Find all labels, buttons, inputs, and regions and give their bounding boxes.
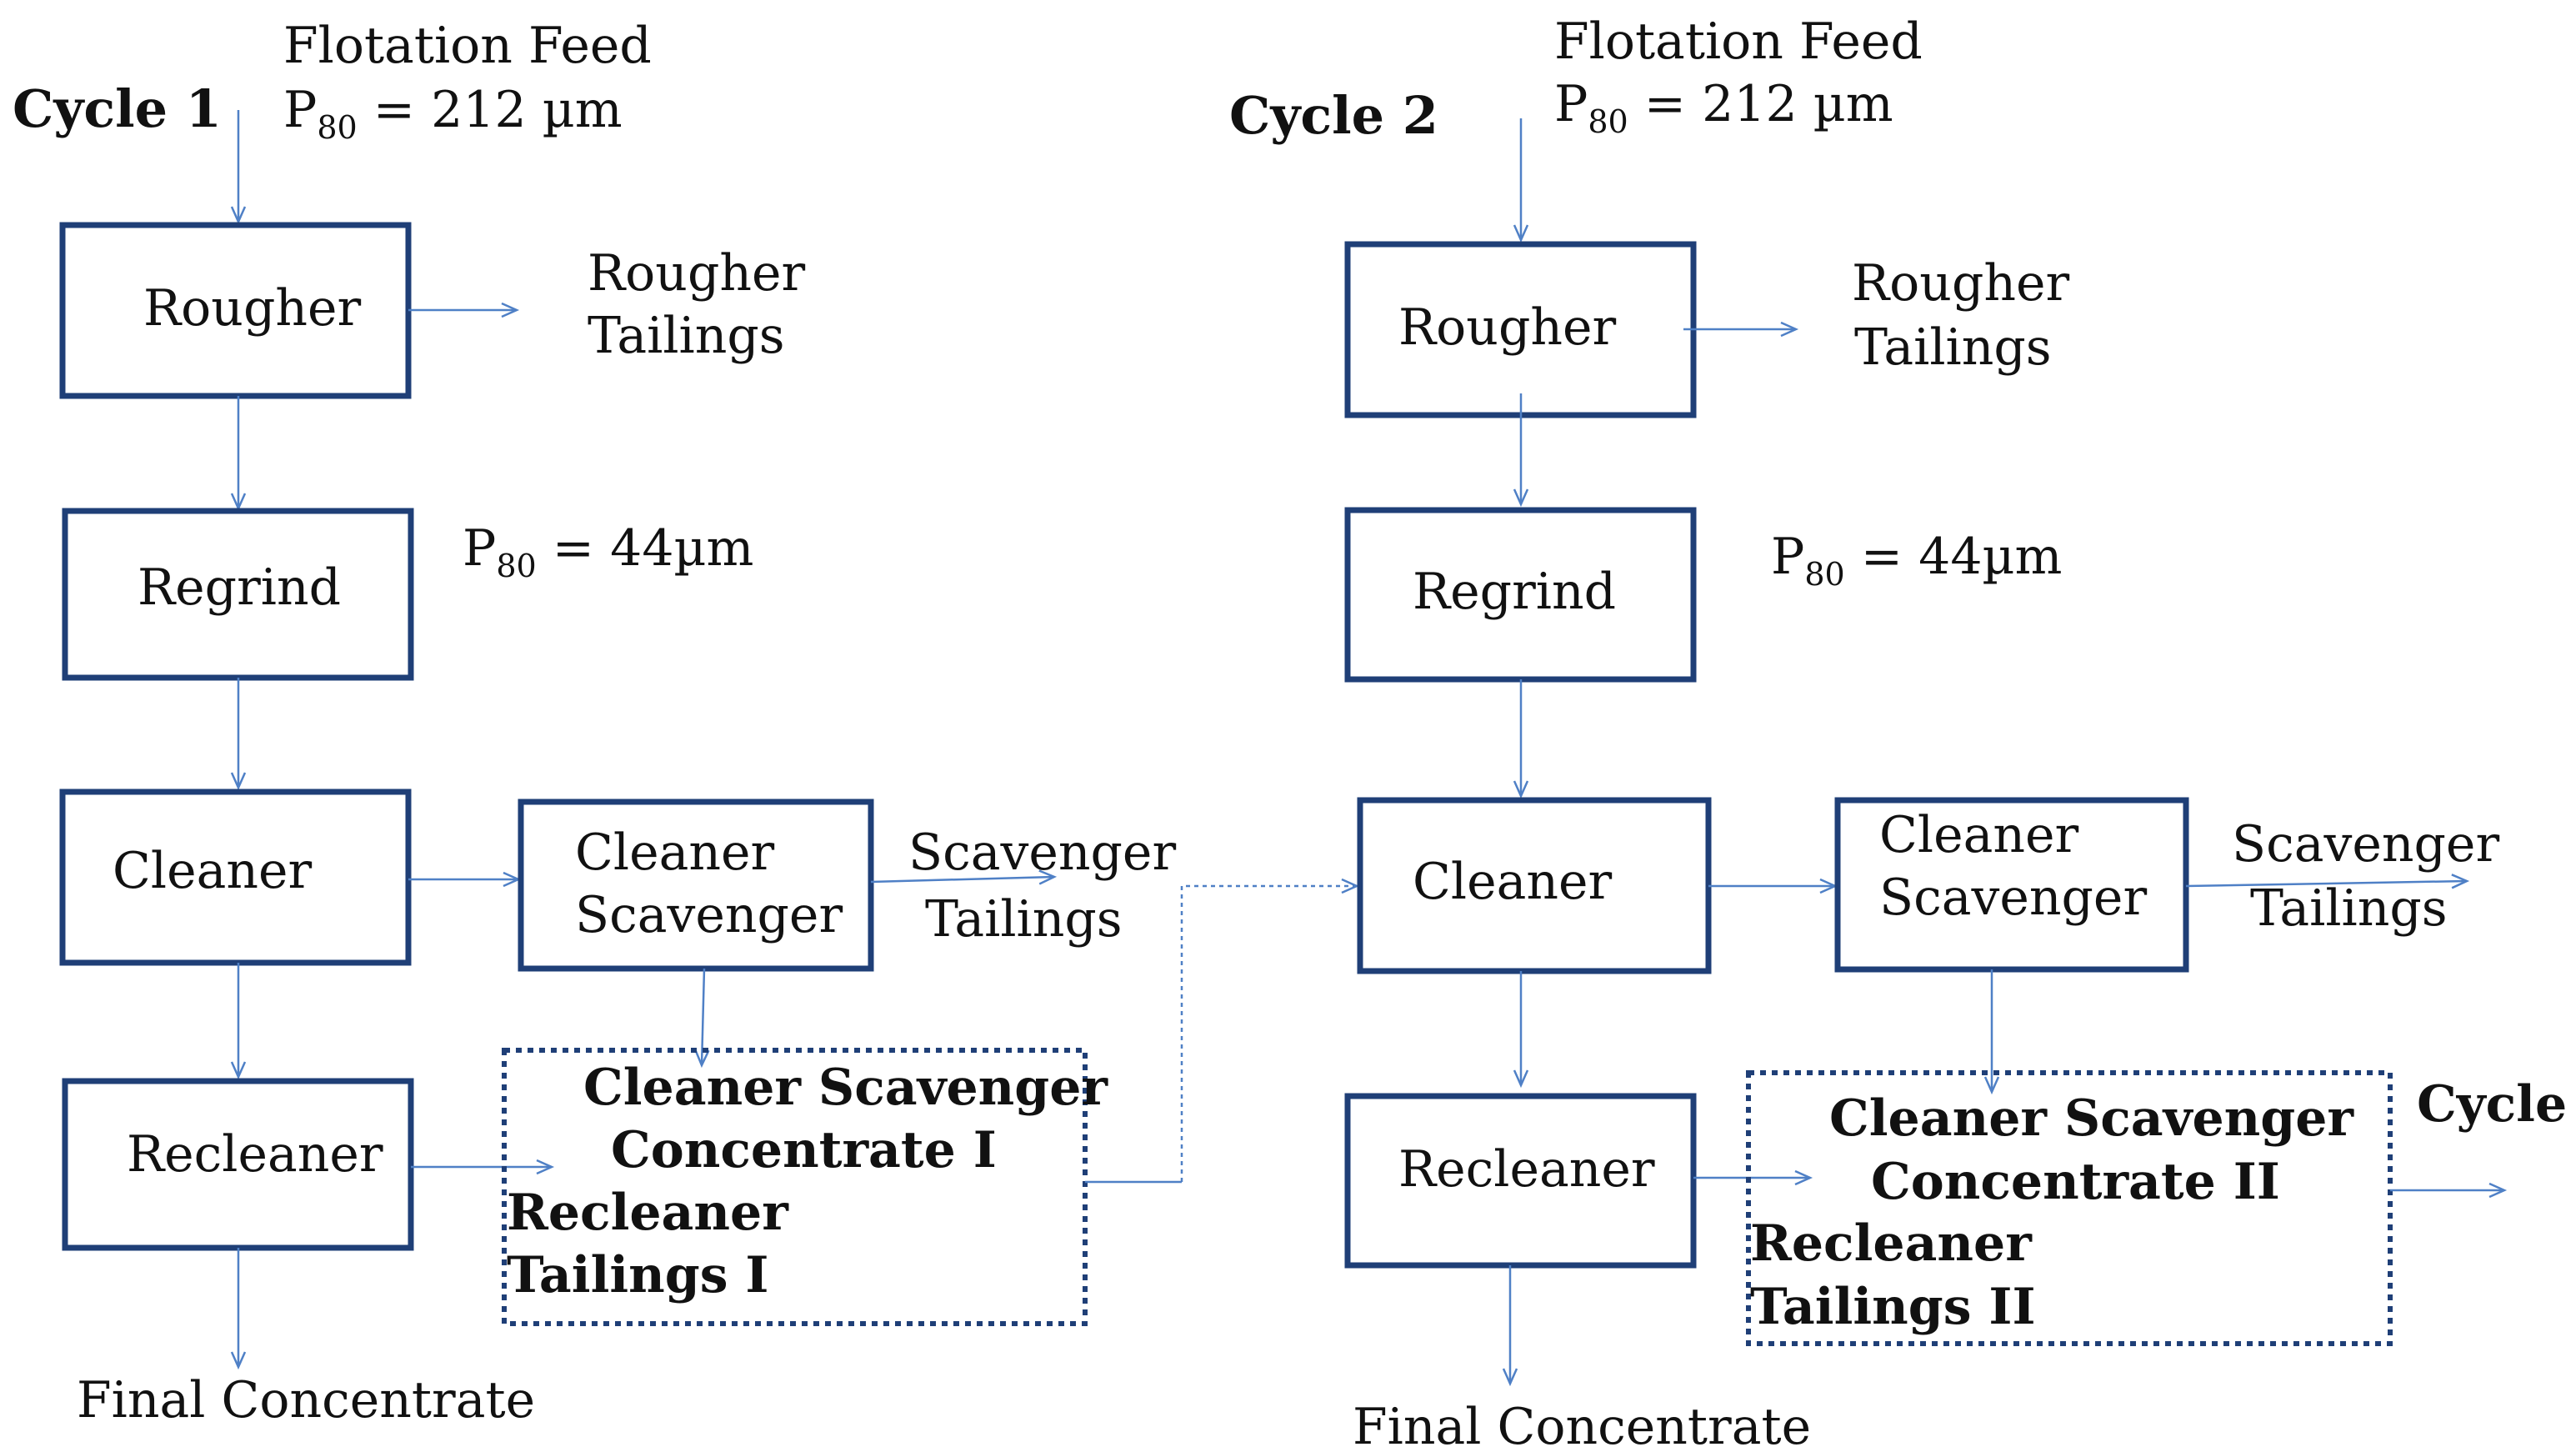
- p80-subscript: 80: [1804, 556, 1844, 593]
- rougher-tailings-label-2: Tailings: [588, 307, 785, 365]
- recycle-group-line-4: Tailings I: [507, 1246, 768, 1304]
- p80-value: = 44µm: [537, 519, 754, 578]
- cleaner-scavenger-label-2: Scavenger: [575, 886, 843, 944]
- rougher-label: Rougher: [143, 279, 362, 338]
- rougher-tailings-label-2: Tailings: [1854, 318, 2052, 377]
- recleaner-box[interactable]: [62, 1078, 414, 1251]
- final-concentrate-label: Final Concentrate: [1353, 1398, 1811, 1452]
- cleaner-box[interactable]: [59, 789, 412, 966]
- recycle-group-line-4: Tailings II: [1750, 1278, 2036, 1336]
- regrind-p80: P80 = 44µm: [1771, 528, 2062, 593]
- p80-subscript: 80: [496, 548, 536, 584]
- recleaner-label: Recleaner: [1398, 1140, 1655, 1199]
- p80-value: = 212 µm: [1628, 75, 1893, 133]
- recycle-group-line-3: Recleaner: [507, 1184, 789, 1242]
- cycle-2: Cycle 2 Flotation Feed P80 = 212 µm Roug…: [1229, 13, 2576, 1452]
- regrind-label: Regrind: [1413, 563, 1616, 621]
- rougher-label: Rougher: [1398, 298, 1617, 357]
- p80-symbol: P: [1771, 528, 1804, 586]
- scavenger-tailings-arrow: [870, 869, 1058, 885]
- recycle-group-line-1: Cleaner Scavenger: [583, 1059, 1108, 1117]
- cleaner-scavenger-label-1: Cleaner: [1879, 806, 2079, 864]
- cycle-3-label: Cycle 3: [2417, 1075, 2576, 1134]
- regrind-label: Regrind: [138, 558, 341, 617]
- recycle-group-line-3: Recleaner: [1750, 1214, 2033, 1273]
- p80-symbol: P: [283, 81, 317, 139]
- cycle-2-feed-label: Flotation Feed: [1554, 13, 1923, 71]
- regrind-box[interactable]: [62, 508, 414, 681]
- recycle-to-cycle-2-arrow: [1180, 878, 1360, 1182]
- scavenger-to-recycle-arrow: [694, 968, 710, 1069]
- cycle-1-feed-p80: P80 = 212 µm: [283, 81, 623, 146]
- cleaner-scavenger-box[interactable]: [1834, 797, 2189, 973]
- rougher-tailings-label-1: Rougher: [588, 244, 806, 303]
- recycle-group-box: [1746, 1070, 2393, 1346]
- cleaner-label: Cleaner: [1413, 853, 1613, 911]
- scavenger-tailings-label-2: Tailings: [2250, 879, 2448, 938]
- cycle-2-feed-p80: P80 = 212 µm: [1554, 75, 1893, 140]
- rougher-tailings-label-1: Rougher: [1852, 254, 2070, 313]
- scavenger-tailings-arrow: [2185, 874, 2470, 889]
- recycle-group-line-1: Cleaner Scavenger: [1829, 1089, 2354, 1148]
- cleaner-scavenger-label-1: Cleaner: [575, 824, 775, 882]
- regrind-p80: P80 = 44µm: [463, 519, 753, 584]
- p80-symbol: P: [1554, 75, 1588, 133]
- recleaner-box[interactable]: [1344, 1093, 1697, 1269]
- p80-value: = 44µm: [1845, 528, 2063, 586]
- recycle-group-line-2: Concentrate I: [611, 1121, 997, 1179]
- p80-subscript: 80: [317, 109, 357, 146]
- cycle-1-feed-label: Flotation Feed: [283, 17, 652, 75]
- cycle-1: Cycle 1 Flotation Feed P80 = 212 µm Roug…: [13, 17, 1176, 1429]
- p80-value: = 212 µm: [358, 81, 623, 139]
- p80-symbol: P: [463, 519, 496, 578]
- cycle-1-title: Cycle 1: [13, 78, 222, 139]
- p80-subscript: 80: [1588, 103, 1628, 140]
- recycle-group-line-2: Concentrate II: [1871, 1153, 2280, 1211]
- cleaner-label: Cleaner: [113, 842, 313, 900]
- scavenger-tailings-label-1: Scavenger: [908, 824, 1176, 882]
- cycle-2-title: Cycle 2: [1229, 85, 1438, 146]
- final-concentrate-label: Final Concentrate: [77, 1371, 535, 1429]
- scavenger-tailings-label-1: Scavenger: [2232, 815, 2499, 874]
- recycle-group-box: [502, 1048, 1088, 1326]
- recleaner-label: Recleaner: [127, 1125, 383, 1184]
- scavenger-tailings-label-2: Tailings: [925, 890, 1123, 949]
- cleaner-scavenger-box[interactable]: [518, 799, 874, 972]
- cleaner-scavenger-label-2: Scavenger: [1879, 869, 2147, 927]
